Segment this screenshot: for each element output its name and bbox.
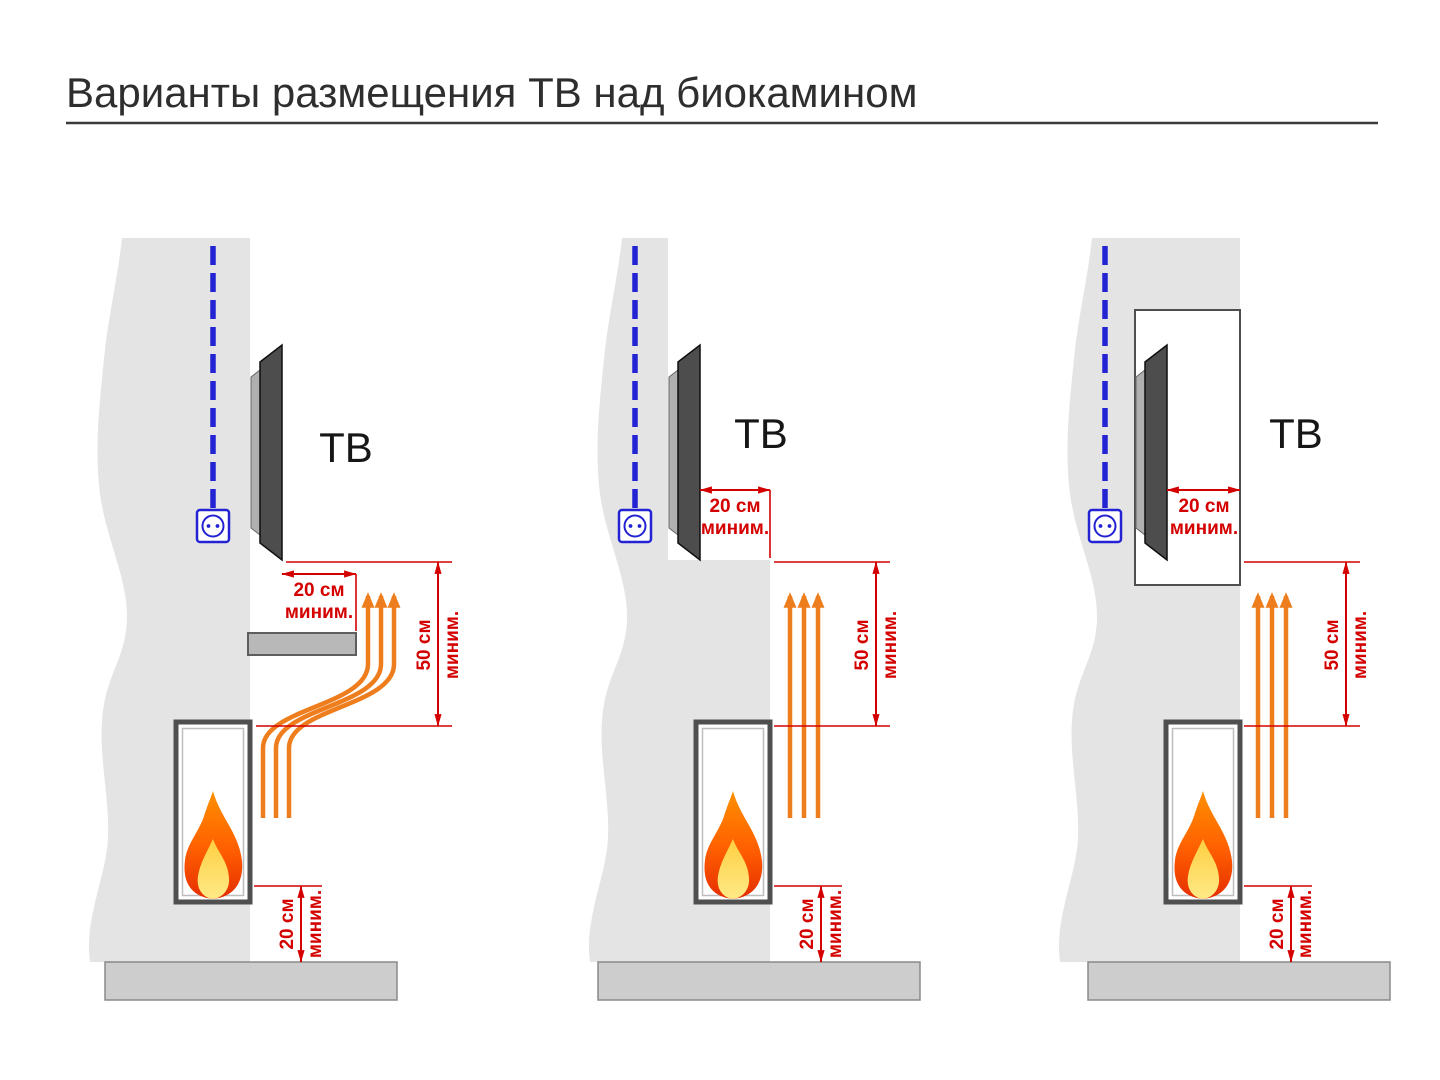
heat-flow-arrows xyxy=(783,592,825,818)
dimension-qualifier: миним. xyxy=(1170,518,1238,539)
tv-screen xyxy=(668,344,701,561)
tv-screen xyxy=(1135,344,1168,561)
heat-flow-arrow-icon xyxy=(260,592,375,818)
dimension-qualifier: миним. xyxy=(825,890,846,958)
dimension-side-gap: 20 см миним. xyxy=(1166,486,1241,539)
variant-1-panel: ТВ 20 см миним. 50 см миним. 20 см миним… xyxy=(88,238,463,1001)
dimension-value: 50 см xyxy=(852,619,873,670)
tv-screen xyxy=(250,344,283,561)
dimension-qualifier: миним. xyxy=(701,518,769,539)
floor-base xyxy=(1087,961,1391,1001)
floor-base xyxy=(597,961,921,1001)
dimension-side-gap: 20 см миним. xyxy=(699,486,771,558)
heat-flow-arrow-icon xyxy=(273,592,388,818)
variant-2-panel: ТВ 20 см миним. 50 см миним. 20 см миним… xyxy=(588,238,921,1001)
variant-3-panel: ТВ 20 см миним. 50 см миним. 20 см миним… xyxy=(1058,238,1391,1001)
dimension-floor-gap: 20 см миним. xyxy=(1244,885,1316,963)
dimension-above-fireplace: 50 см миним. xyxy=(1244,561,1371,727)
floor-base xyxy=(104,961,398,1001)
power-socket-icon xyxy=(1087,508,1123,544)
dimension-value: 20 см xyxy=(277,898,298,949)
dimension-floor-gap: 20 см миним. xyxy=(254,885,326,963)
dimension-value: 50 см xyxy=(1322,619,1343,670)
dimension-qualifier: миним. xyxy=(305,890,326,958)
dimension-value: 20 см xyxy=(1178,496,1229,517)
heat-flow-arrows xyxy=(260,592,401,818)
dimension-value: 20 см xyxy=(709,496,760,517)
power-socket-icon xyxy=(195,508,231,544)
dimension-qualifier: миним. xyxy=(442,611,463,679)
dimension-value: 50 см xyxy=(414,619,435,670)
dimension-qualifier: миним. xyxy=(880,611,901,679)
dimension-qualifier: миним. xyxy=(1295,890,1316,958)
tv-label: ТВ xyxy=(734,410,788,457)
title-block: Варианты размещения ТВ над биокамином xyxy=(66,69,1378,125)
dimension-side-gap: 20 см миним. xyxy=(281,561,452,631)
tv-label: ТВ xyxy=(319,424,373,471)
protective-shelf xyxy=(247,632,357,656)
tv-label: ТВ xyxy=(1269,410,1323,457)
dimension-value: 20 см xyxy=(293,580,344,601)
dimension-value: 20 см xyxy=(797,898,818,949)
dimension-above-fireplace: 50 см миним. xyxy=(256,561,463,727)
dimension-qualifier: миним. xyxy=(285,602,353,623)
page-title: Варианты размещения ТВ над биокамином xyxy=(66,69,917,116)
power-socket-icon xyxy=(617,508,653,544)
heat-flow-arrows xyxy=(1251,592,1293,818)
dimension-qualifier: миним. xyxy=(1350,611,1371,679)
dimension-floor-gap: 20 см миним. xyxy=(774,885,846,963)
dimension-value: 20 см xyxy=(1267,898,1288,949)
dimension-above-fireplace: 50 см миним. xyxy=(774,561,901,727)
heat-flow-arrow-icon xyxy=(286,592,401,818)
